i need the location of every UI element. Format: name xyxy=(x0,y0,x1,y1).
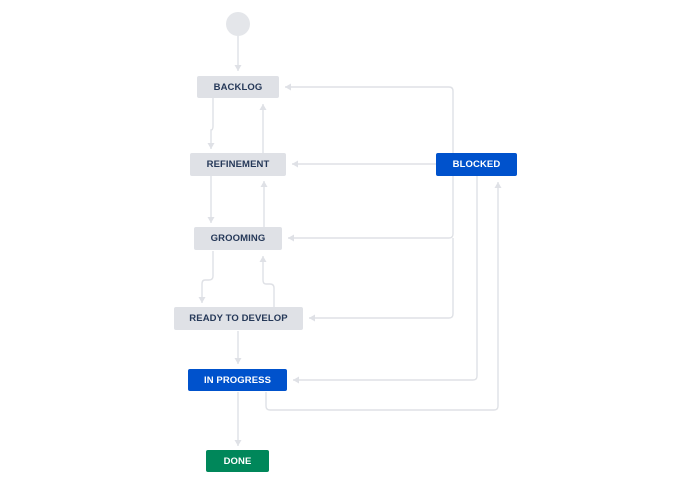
transition-blocked-to-ready xyxy=(309,238,454,322)
transition-backlog-to-refinement xyxy=(207,98,215,149)
status-grooming[interactable]: GROOMING xyxy=(194,227,282,250)
start-node xyxy=(226,12,250,36)
status-refinement[interactable]: REFINEMENT xyxy=(190,153,286,176)
transition-ready-to-grooming xyxy=(259,256,275,307)
status-blocked[interactable]: BLOCKED xyxy=(436,153,517,176)
status-in-progress[interactable]: IN PROGRESS xyxy=(188,369,287,391)
transition-blocked-to-inprogress xyxy=(293,176,478,384)
status-backlog[interactable]: BACKLOG xyxy=(197,76,279,98)
transition-inprogress-to-blocked xyxy=(265,182,502,411)
status-ready-to-develop[interactable]: READY TO DEVELOP xyxy=(174,307,303,330)
transition-blocked-to-grooming xyxy=(288,176,454,242)
transition-grooming-to-ready xyxy=(198,251,214,303)
status-done[interactable]: DONE xyxy=(206,450,269,472)
transition-blocked-to-backlog xyxy=(285,83,454,153)
